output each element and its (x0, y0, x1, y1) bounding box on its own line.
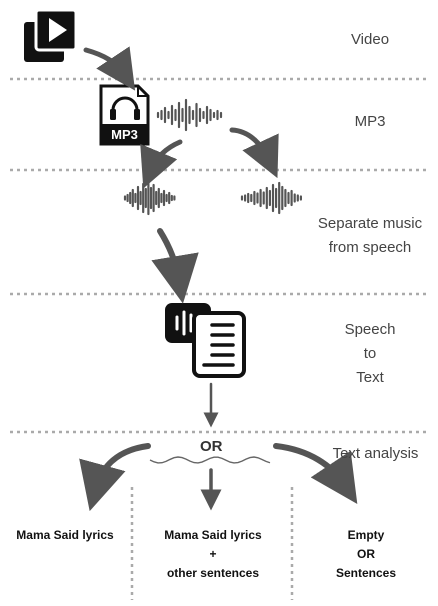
speech-to-text-icon (165, 303, 246, 378)
mp3-waveform-icon (156, 98, 223, 132)
stage-label-separate: Separate music from speech (317, 215, 423, 256)
result-right: Empty OR Sentences (335, 528, 397, 580)
stage-label-mp3: MP3 (354, 113, 386, 130)
stage-dividers (10, 77, 428, 600)
or-wavy-line (149, 456, 271, 464)
result-left: Mama Said lyrics (16, 528, 114, 542)
video-library-icon (24, 8, 78, 62)
arrow-mp3-to-speech (229, 127, 279, 179)
arrow-to-left-result (79, 443, 151, 512)
mp3-badge: MP3 (111, 127, 138, 142)
or-label: OR (200, 438, 223, 455)
stage-label-text-analysis: Text analysis (332, 445, 419, 462)
stage-label-speech-to-text: Speech to Text (344, 321, 396, 386)
music-waveform-icon (123, 180, 176, 216)
arrow-to-right-result (273, 443, 358, 504)
stage-label-video: Video (350, 31, 390, 48)
arrow-mp3-to-music (140, 139, 183, 189)
speech-waveform-icon (240, 181, 302, 215)
mp3-file-icon: MP3 (99, 84, 150, 146)
arrow-video-to-mp3 (83, 46, 136, 91)
result-middle: Mama Said lyrics + other sentences (164, 528, 262, 580)
flow-arrows (79, 46, 358, 512)
arrow-separate-to-text (151, 228, 199, 304)
